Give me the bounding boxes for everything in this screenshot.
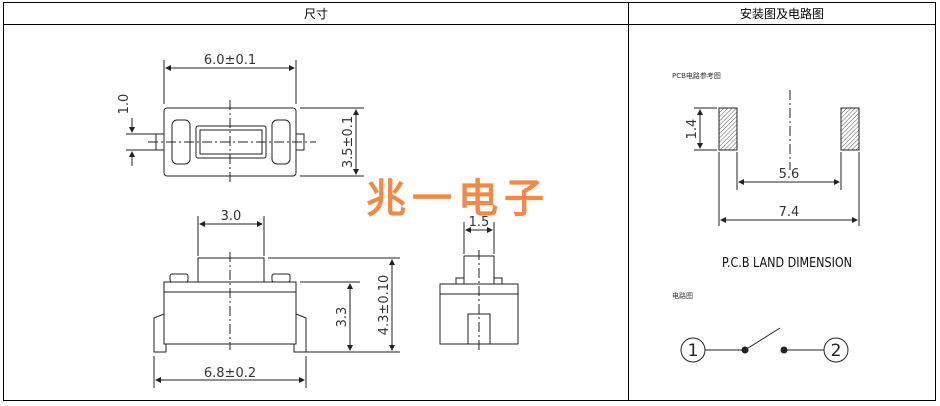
- spec-sheet: 尺寸 安装图及电路图: [3, 2, 936, 401]
- dim-bottom-width: 6.8±0.2: [204, 366, 256, 381]
- dim-top-height: 3.5±0.1: [341, 116, 356, 168]
- pcb-inner-span: 5.6: [779, 167, 800, 182]
- installation-header: 安装图及电路图: [629, 3, 935, 25]
- column-divider: [628, 3, 629, 400]
- circuit-pin-2: 2: [831, 341, 842, 361]
- circuit-diagram: [680, 327, 849, 363]
- front-view: [153, 216, 400, 388]
- dim-total-height: 4.3±0.10: [377, 275, 392, 336]
- dim-body-height: 3.3: [335, 307, 350, 328]
- watermark-text: 兆一电子: [366, 175, 550, 222]
- circuit-pin-1: 1: [688, 341, 699, 361]
- circuit-caption: 电路图: [672, 291, 693, 300]
- pcb-pad-height: 1.4: [685, 119, 700, 140]
- top-view: [126, 60, 364, 184]
- pcb-land-diagram: [694, 90, 860, 226]
- dim-side-stem: 1.5: [469, 215, 490, 230]
- dimensions-header: 尺寸: [4, 3, 628, 25]
- dim-side-small: 1.0: [117, 94, 132, 115]
- pcb-caption: PCB电路参考图: [672, 71, 721, 80]
- dim-stem-width: 3.0: [221, 209, 242, 224]
- pcb-land-title: P.C.B LAND DIMENSION: [722, 256, 852, 271]
- pcb-pad-left: [718, 107, 738, 151]
- side-view: [439, 222, 519, 350]
- dim-top-width: 6.0±0.1: [204, 53, 256, 68]
- pcb-outer-span: 7.4: [779, 205, 800, 220]
- pcb-pad-right: [840, 107, 860, 151]
